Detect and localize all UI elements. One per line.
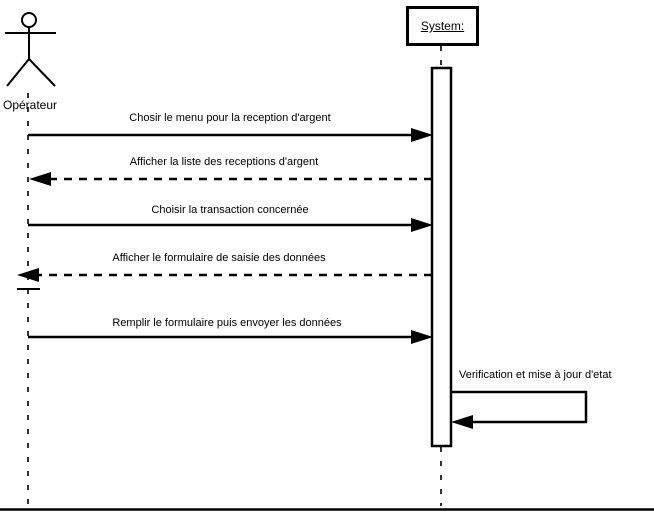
arrowhead-right-icon [411,218,433,232]
system-object-label: System: [420,19,465,33]
message-3-arrow [28,218,433,232]
actor-operator-label: Opérateur [2,98,58,112]
actor-icon [5,12,56,87]
message-4-label: Afficher le formulaire de saisie des don… [112,252,326,264]
system-object-box: System: [406,6,479,46]
message-2-label: Afficher la liste des receptions d'argen… [129,156,319,168]
message-5-label: Remplir le formulaire puis envoyer les d… [112,317,342,329]
arrowhead-left-icon [29,172,51,186]
message-1-label: Chosir le menu pour la reception d'argen… [129,112,331,124]
system-activation-bar [430,66,453,448]
arrowhead-right-icon [411,330,433,344]
self-message-label: Verification et mise à jour d'etat [459,369,612,381]
self-message-arrow [451,390,588,429]
arrowhead-left-icon [451,415,473,429]
message-1-arrow [28,128,433,142]
arrowhead-left-icon [17,268,39,282]
arrowhead-right-icon [411,128,433,142]
message-3-label: Choisir la transaction concernée [151,204,309,216]
message-5-arrow [28,330,433,344]
message-2-arrow [29,172,432,186]
message-4-arrow [17,268,432,282]
